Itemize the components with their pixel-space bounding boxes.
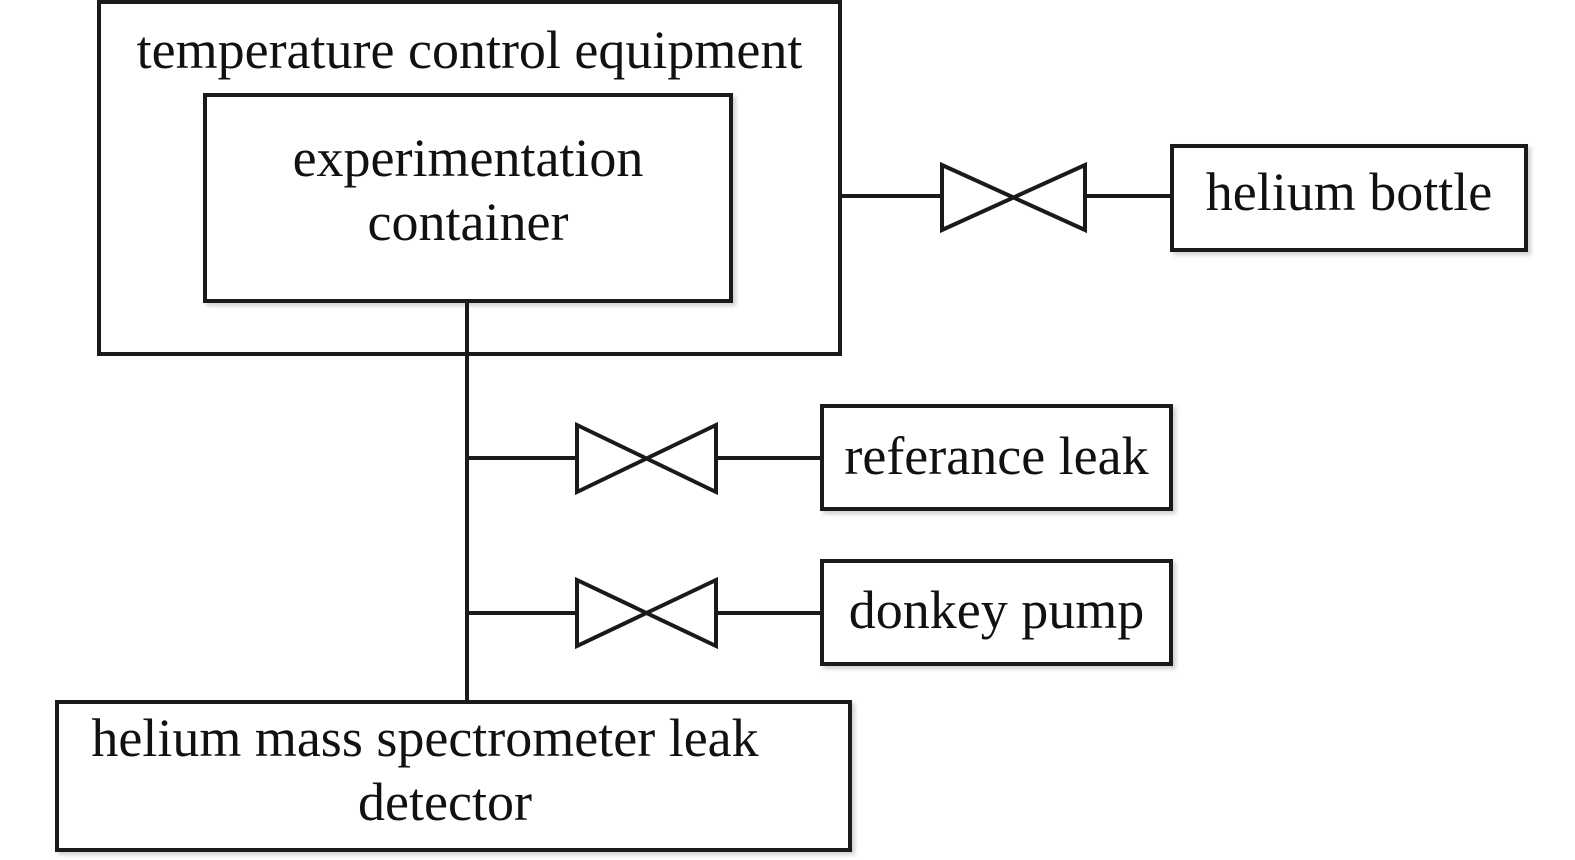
- leak-detector-label-line2: detector: [358, 772, 532, 832]
- helium-bottle-label: helium bottle: [1205, 162, 1493, 222]
- helium-valve-icon: [940, 161, 1087, 234]
- donkey-pump-label: donkey pump: [848, 580, 1145, 640]
- experimentation-container-label-line1: experimentation: [292, 128, 644, 188]
- leak-detector-label-line1: helium mass spectrometer leak: [91, 708, 759, 768]
- reference-leak-box: [820, 404, 1173, 511]
- helium-bottle-box: [1170, 144, 1528, 252]
- temperature-control-label: temperature control equipment: [136, 20, 803, 80]
- experimentation-container-box: [203, 93, 733, 303]
- reference-valve-icon: [575, 421, 718, 496]
- pump-valve-icon: [575, 576, 718, 650]
- donkey-pump-box: [820, 559, 1173, 666]
- leak-detector-box: [55, 700, 852, 852]
- temperature-control-box: [97, 0, 842, 356]
- reference-leak-label: referance leak: [844, 426, 1149, 486]
- experimentation-container-label-line2: container: [367, 192, 569, 252]
